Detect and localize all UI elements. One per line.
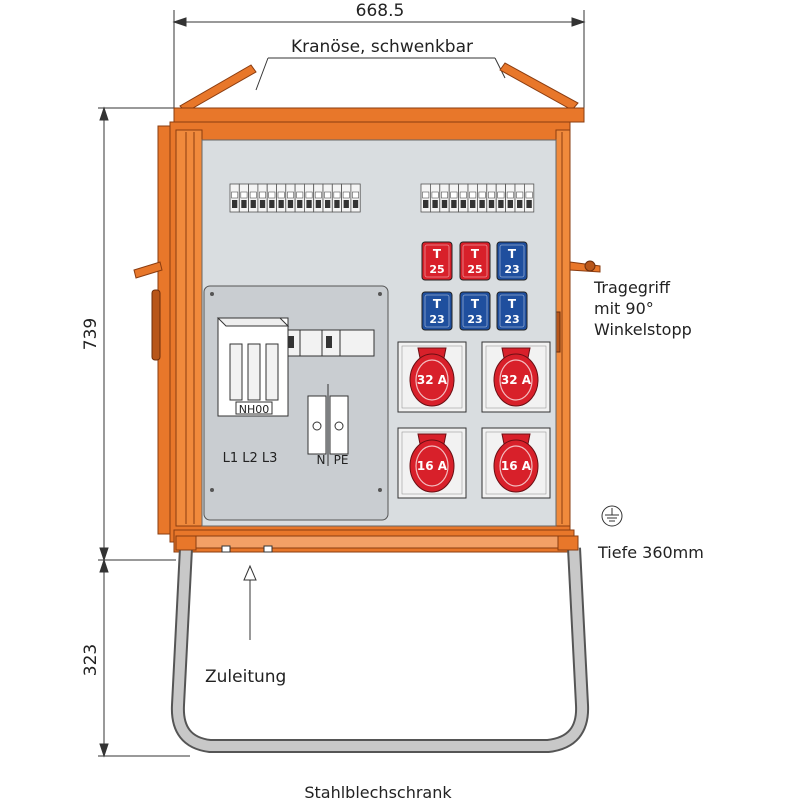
- cee-socket: 16 A: [481, 427, 551, 499]
- t-socket-type: T: [508, 247, 517, 261]
- circuit-breaker: [476, 183, 488, 213]
- mcb-row-left: [229, 183, 361, 213]
- circuit-breaker: [505, 183, 516, 213]
- circuit-breaker: [322, 183, 333, 213]
- t-socket: T 23: [496, 241, 528, 281]
- circuit-breaker: [486, 183, 497, 213]
- circuit-breaker: [313, 183, 324, 213]
- circuit-breaker: [495, 183, 507, 213]
- t-socket: T 23: [421, 291, 453, 331]
- mcb-row-right: [420, 183, 535, 213]
- t-socket-number: 25: [467, 263, 482, 276]
- circuit-breaker: [229, 183, 240, 213]
- base-frame: [170, 535, 590, 753]
- width-dimension-label: 668.5: [356, 1, 405, 21]
- nh00-label: NH00: [239, 403, 270, 416]
- circuit-breaker: [331, 183, 342, 213]
- circuit-breaker: [350, 183, 361, 213]
- cee-sockets: 32 A 32 A 16 A 16 A: [397, 341, 551, 499]
- circuit-breaker: [439, 183, 450, 213]
- t-socket-number: 23: [504, 313, 519, 326]
- phase-labels: L1 L2 L3: [223, 451, 278, 466]
- dimension-width: [172, 10, 586, 120]
- circuit-breaker: [238, 183, 250, 213]
- cee-socket-rating: 32 A: [501, 373, 532, 387]
- dimension-height-cabinet: [98, 106, 190, 758]
- cee-socket: 32 A: [397, 341, 467, 413]
- t-socket-type: T: [508, 297, 517, 311]
- t-socket-number: 25: [429, 263, 444, 276]
- circuit-breaker: [266, 183, 277, 213]
- terminal-n-label: N: [317, 453, 326, 467]
- t-socket-type: T: [433, 297, 442, 311]
- depth-label: Tiefe 360mm: [597, 543, 704, 562]
- cee-socket-rating: 16 A: [501, 459, 532, 473]
- t-socket-type: T: [433, 247, 442, 261]
- circuit-breaker: [458, 183, 469, 213]
- t-socket-number: 23: [429, 313, 444, 326]
- circuit-breaker: [420, 183, 431, 213]
- cee-socket: 16 A: [397, 427, 467, 499]
- circuit-breaker: [285, 183, 296, 213]
- t-socket: T 25: [421, 241, 453, 281]
- t-socket-type: T: [471, 297, 480, 311]
- circuit-breaker: [524, 183, 535, 213]
- circuit-breaker: [514, 183, 525, 213]
- cee-socket-rating: 32 A: [417, 373, 448, 387]
- supply-label: Zuleitung: [205, 667, 286, 687]
- circuit-breaker: [294, 183, 305, 213]
- ground-icon: [601, 505, 623, 527]
- caption: Stahlblechschrank: [304, 783, 452, 800]
- handle-label-line1: Tragegriff: [593, 278, 671, 297]
- circuit-breaker: [429, 183, 441, 213]
- circuit-breaker: [448, 183, 460, 213]
- circuit-breaker: [276, 183, 287, 213]
- nh00-fuse-switch: [216, 317, 290, 417]
- t-socket-number: 23: [504, 263, 519, 276]
- circuit-breaker: [248, 183, 259, 213]
- crane-eye-right: [499, 62, 579, 111]
- t-socket: T 25: [459, 241, 491, 281]
- crane-eye-label: Kranöse, schwenkbar: [291, 37, 473, 57]
- cee-socket: 32 A: [481, 341, 551, 413]
- t-socket-number: 23: [467, 313, 482, 326]
- crane-eye-left: [179, 64, 257, 113]
- rcd-breaker-group: [287, 329, 375, 357]
- cabinet-height-label: 739: [81, 318, 101, 350]
- cee-socket-rating: 16 A: [417, 459, 448, 473]
- circuit-breaker: [467, 183, 478, 213]
- t-socket: T 23: [496, 291, 528, 331]
- frame-height-label: 323: [81, 644, 101, 676]
- n-pe-terminals: [307, 384, 349, 466]
- circuit-breaker: [303, 183, 315, 213]
- t-socket: T 23: [459, 291, 491, 331]
- circuit-breaker: [341, 183, 352, 213]
- handle-label-line3: Winkelstopp: [594, 320, 692, 339]
- terminal-pe-label: PE: [334, 453, 349, 467]
- handle-label-line2: mit 90°: [594, 299, 654, 318]
- supply-arrow: [243, 564, 257, 640]
- circuit-breaker: [257, 183, 268, 213]
- t-socket-type: T: [471, 247, 480, 261]
